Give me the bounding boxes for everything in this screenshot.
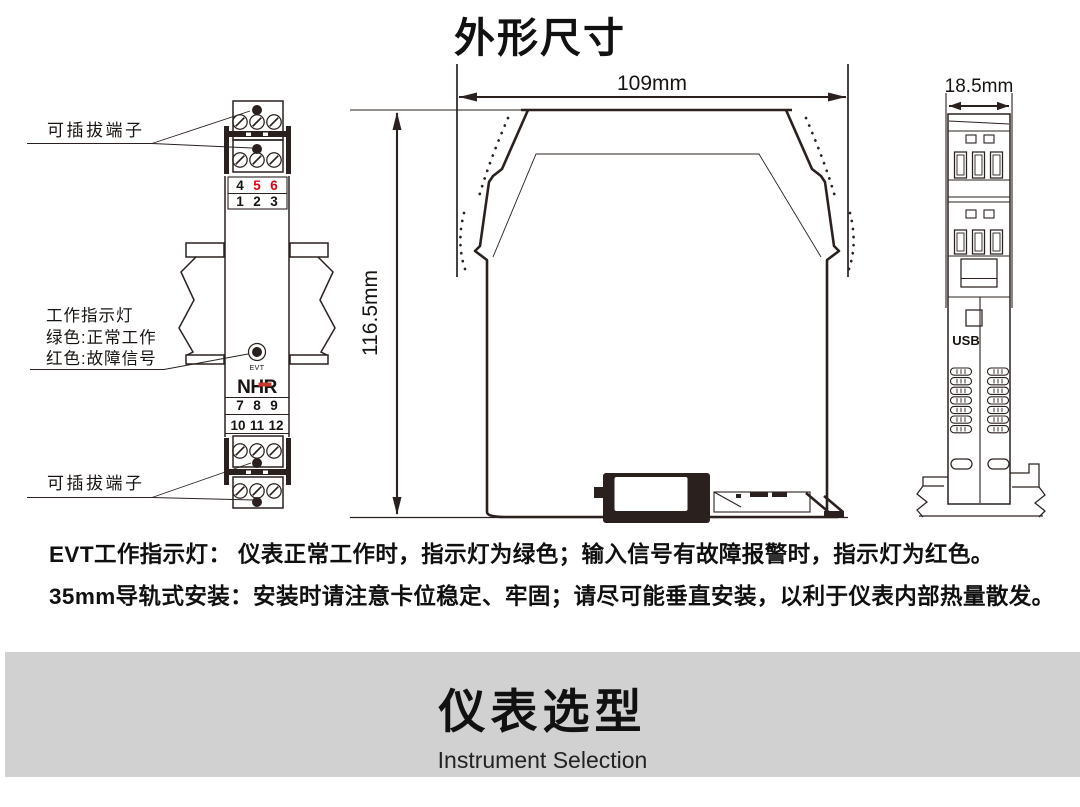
- label-indicator-line3: 红色:故障信号: [46, 349, 157, 368]
- side-view: 109mm 116.5mm: [350, 64, 855, 523]
- banner-subtitle: Instrument Selection: [437, 747, 648, 773]
- front-view: 4 5 6 1 2 3 EVT NHR 7 8: [27, 100, 336, 509]
- terminal-numbers-bottom: 7 8 9 10 11 12: [225, 396, 289, 435]
- label-pluggable-terminal-bottom: 可插拔端子: [47, 474, 145, 493]
- terminal-number: 8: [253, 398, 261, 413]
- terminal-number: 7: [236, 398, 244, 413]
- width-dimension: 109mm: [456, 64, 849, 277]
- note-rail-mounting: 35mm导轨式安装：安装时请注意卡位稳定、牢固；请尽可能垂直安装，以利于仪表内部…: [49, 584, 1055, 609]
- leader-line-bottom: [27, 462, 255, 501]
- terminal-number: 2: [253, 194, 261, 209]
- latch-tab: [960, 258, 998, 288]
- terminal-number: 10: [230, 418, 245, 433]
- height-dimension: 116.5mm: [359, 112, 402, 515]
- end-view: 18.5mm: [916, 76, 1046, 518]
- end-terminal-section-2: [948, 209, 1010, 257]
- label-indicator-line2: 绿色:正常工作: [46, 328, 157, 347]
- terminal-number: 5: [253, 178, 261, 193]
- depth-dimension: 18.5mm: [945, 76, 1014, 308]
- section-banner: 仪表选型 Instrument Selection: [5, 652, 1080, 777]
- terminal-block-top: [224, 100, 291, 174]
- din-rail-section: [916, 463, 1046, 518]
- terminal-number: 12: [268, 418, 283, 433]
- terminal-numbers-top: 4 5 6 1 2 3: [227, 176, 288, 210]
- usb-port: [965, 309, 983, 327]
- note-evt-indicator: EVT工作指示灯： 仪表正常工作时，指示灯为绿色；输入信号有故障报警时，指示灯为…: [49, 542, 994, 567]
- led-indicator: [247, 342, 267, 362]
- height-dimension-label: 116.5mm: [359, 270, 382, 356]
- brand-logo: NHR: [237, 377, 278, 398]
- terminal-number: 3: [270, 194, 278, 209]
- banner-title: 仪表选型: [438, 685, 647, 738]
- end-terminal-section-1: [948, 134, 1010, 181]
- led-label: EVT: [249, 365, 264, 372]
- terminal-block-bottom: [224, 435, 291, 509]
- label-pluggable-terminal-top: 可插拔端子: [47, 121, 145, 140]
- leader-line-indicator: [30, 353, 249, 370]
- terminal-number: 11: [250, 418, 265, 433]
- page-title: 外形尺寸: [454, 15, 626, 61]
- label-indicator-line1: 工作指示灯: [46, 306, 134, 325]
- rail-clip: [594, 473, 844, 523]
- terminal-number: 4: [236, 178, 244, 193]
- leader-line-top: [27, 110, 253, 149]
- width-dimension-label: 109mm: [617, 72, 687, 95]
- depth-dimension-label: 18.5mm: [945, 76, 1014, 97]
- brand-text: NHR: [237, 377, 277, 398]
- terminal-number: 6: [270, 178, 278, 193]
- din-rail: [178, 242, 336, 365]
- notes: EVT工作指示灯： 仪表正常工作时，指示灯为绿色；输入信号有故障报警时，指示灯为…: [49, 541, 1061, 610]
- terminal-number: 9: [270, 398, 278, 413]
- terminal-number: 1: [236, 194, 244, 209]
- vent-slots: [949, 367, 1010, 470]
- usb-label: USB: [952, 333, 979, 348]
